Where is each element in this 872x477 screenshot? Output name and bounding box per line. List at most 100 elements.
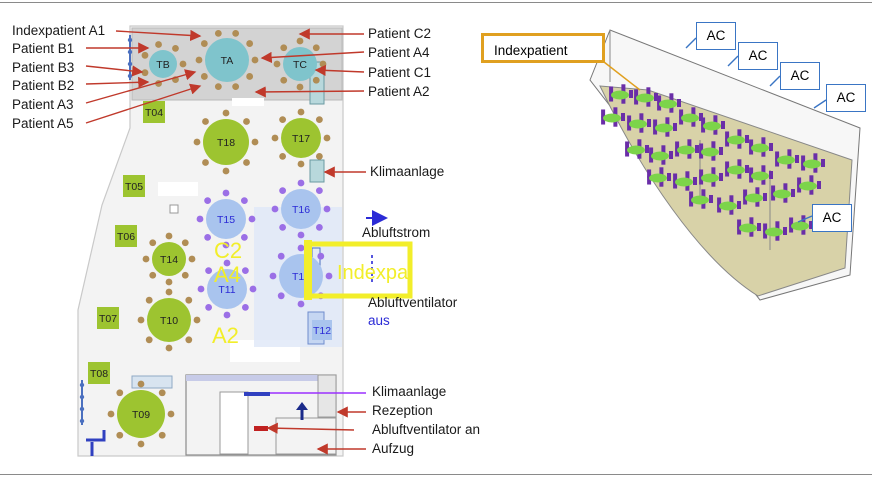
- person-icon: [629, 90, 633, 98]
- chair-icon: [243, 159, 250, 166]
- table-t14: T14: [142, 232, 196, 286]
- chair-icon: [172, 44, 179, 52]
- person-icon: [749, 139, 754, 148]
- person-icon: [637, 150, 642, 159]
- person-icon: [713, 126, 718, 135]
- person-icon: [675, 148, 680, 157]
- chair-icon: [149, 271, 157, 279]
- perspective-table: [601, 107, 625, 127]
- label-abluftstrom: Abluftstrom: [362, 225, 431, 240]
- left-callout-arrows: [85, 29, 202, 124]
- person-icon: [667, 173, 671, 181]
- chair-icon: [205, 267, 213, 275]
- person-icon: [654, 93, 658, 101]
- person-icon: [711, 167, 716, 176]
- perspective-table: [625, 139, 649, 159]
- person-icon: [737, 129, 742, 138]
- chair-icon: [222, 241, 230, 249]
- person-icon: [791, 189, 795, 197]
- perspective-table: [717, 195, 741, 215]
- chair-icon: [223, 311, 231, 319]
- person-icon: [725, 138, 730, 147]
- person-icon: [693, 177, 697, 185]
- person-icon: [685, 171, 690, 180]
- person-icon: [634, 96, 639, 105]
- person-icon: [691, 118, 696, 127]
- klimaanlage-unit: [309, 159, 325, 183]
- person-icon: [701, 117, 706, 126]
- table-t18: T18: [193, 109, 259, 175]
- person-icon: [761, 137, 766, 146]
- table-t09: T09: [107, 380, 175, 448]
- chair-icon: [149, 239, 157, 247]
- chair-icon: [241, 303, 249, 311]
- table-top: [312, 320, 332, 340]
- table-top: [147, 298, 191, 342]
- table-t08: T08: [88, 362, 110, 384]
- chair-icon: [214, 83, 222, 91]
- person-icon: [661, 156, 666, 165]
- label-aufzug: Aufzug: [372, 441, 415, 456]
- chair-icon: [279, 116, 287, 124]
- table-top: [677, 145, 695, 155]
- ac-label-1: AC: [696, 22, 736, 50]
- perspective-table: [725, 129, 749, 149]
- table-top: [719, 201, 737, 211]
- label-patient-b2: Patient B2: [12, 78, 75, 93]
- table-t11: T11: [197, 259, 257, 319]
- klimaanlage-unit-bottom: [244, 392, 270, 396]
- person-icon: [737, 170, 742, 179]
- person-icon: [669, 151, 673, 159]
- person-icon: [665, 128, 670, 137]
- table-top: [123, 175, 145, 197]
- person-icon: [797, 184, 802, 193]
- perspective-table: [801, 153, 825, 173]
- chair-icon: [297, 108, 305, 116]
- label-patient-a2: Patient A2: [368, 84, 430, 99]
- person-icon: [721, 121, 725, 129]
- table-top: [651, 151, 669, 161]
- person-icon: [725, 131, 730, 140]
- person-icon: [649, 147, 654, 156]
- person-icon: [789, 224, 794, 233]
- person-icon: [673, 123, 677, 131]
- chair-icon: [297, 160, 305, 168]
- person-icon: [625, 141, 630, 150]
- person-icon: [687, 150, 692, 159]
- table-label: T12: [313, 325, 331, 337]
- person-icon: [613, 107, 618, 116]
- chair-icon: [296, 37, 304, 45]
- top-border: [0, 2, 872, 3]
- table-top: [791, 221, 809, 231]
- chair-icon: [312, 44, 320, 52]
- perspective-table: [743, 187, 767, 207]
- label-patient-c2: Patient C2: [368, 26, 432, 41]
- chair-icon: [317, 252, 325, 260]
- table-top: [207, 269, 247, 309]
- chair-icon: [193, 138, 201, 146]
- table-label: T05: [125, 181, 143, 193]
- person-icon: [699, 150, 704, 159]
- person-icon: [775, 151, 780, 160]
- table-t12: T12: [312, 320, 332, 340]
- table-top: [675, 177, 693, 187]
- person-icon: [709, 195, 713, 203]
- person-icon: [691, 107, 696, 116]
- person-icon: [761, 165, 766, 174]
- person-icon: [627, 115, 632, 124]
- table-top: [206, 199, 246, 239]
- chair-icon: [193, 316, 201, 324]
- chair-icon: [107, 410, 115, 418]
- person-icon: [737, 226, 742, 235]
- chair-icon: [297, 179, 305, 187]
- table-top: [773, 189, 791, 199]
- person-icon: [701, 124, 706, 133]
- chair-icon: [246, 73, 254, 80]
- person-icon: [817, 181, 821, 189]
- table-top: [701, 173, 719, 183]
- person-icon: [737, 140, 742, 149]
- chair-icon: [185, 336, 193, 344]
- chair-icon: [232, 29, 240, 37]
- perspective-table: [679, 107, 703, 127]
- person-icon: [809, 221, 813, 229]
